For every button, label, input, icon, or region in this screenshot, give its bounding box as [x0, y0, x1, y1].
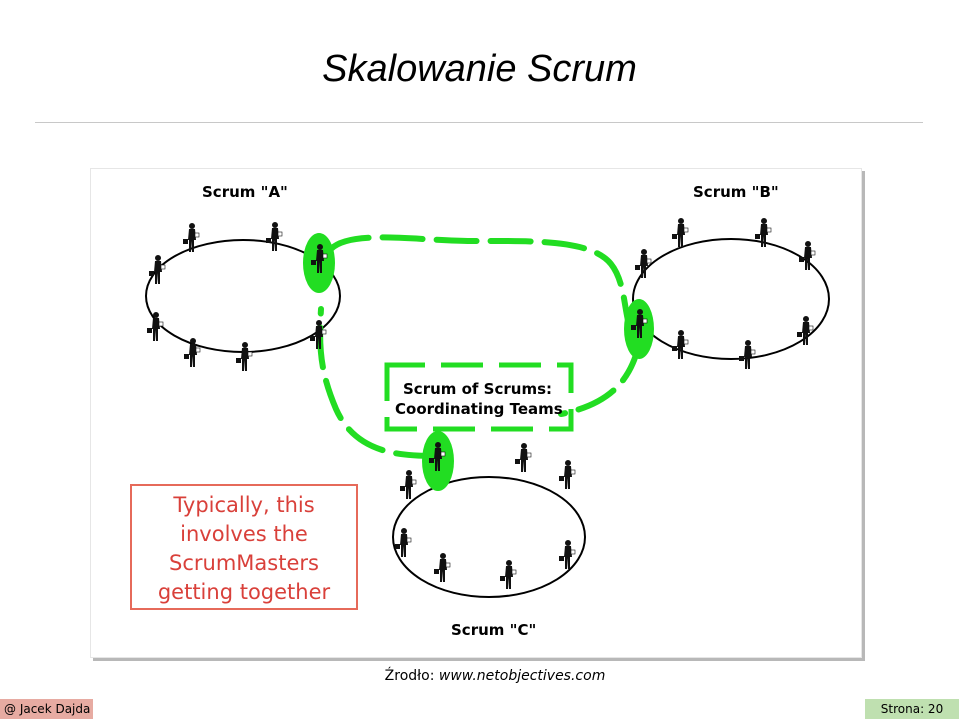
scrum-b-circle [632, 238, 830, 360]
page-title: Skalowanie Scrum [322, 48, 637, 90]
scrum-of-scrums-box [384, 362, 574, 432]
scrum-c-label: Scrum "C" [451, 621, 536, 639]
footer-author: @ Jacek Dajda [0, 699, 93, 719]
scrum-b-label: Scrum "B" [693, 183, 779, 201]
scrum-of-scrums-link [317, 234, 644, 459]
scrum-diagram: Scrum "A" Scrum "B" Scrum "C" Scrum of S… [90, 168, 862, 658]
source-label: Źrodło: [384, 668, 435, 684]
scrum-c-members [394, 441, 576, 590]
scrummasters-note-box [130, 484, 358, 610]
note-line-3: ScrumMasters [169, 551, 319, 575]
title-divider [35, 122, 923, 123]
note-line-1: Typically, this [172, 493, 314, 517]
diagram-canvas: Scrum "A" Scrum "B" Scrum "C" Scrum of S… [130, 183, 830, 639]
scrum-of-scrums-title: Scrum of Scrums: [403, 380, 552, 398]
source-link[interactable]: www.netobjectives.com [438, 668, 606, 684]
note-line-4: getting together [158, 580, 331, 604]
footer-page-number: Strona: 20 [865, 699, 959, 719]
scrum-b-members [630, 217, 816, 370]
scrum-a-label: Scrum "A" [202, 183, 288, 201]
scrum-a-members [146, 221, 328, 372]
scrum-of-scrums-subtitle: Coordinating Teams [395, 400, 563, 418]
note-line-2: involves the [180, 522, 308, 546]
scrum-c-circle [392, 476, 586, 598]
source-caption: Źrodło: www.netobjectives.com [0, 668, 959, 684]
